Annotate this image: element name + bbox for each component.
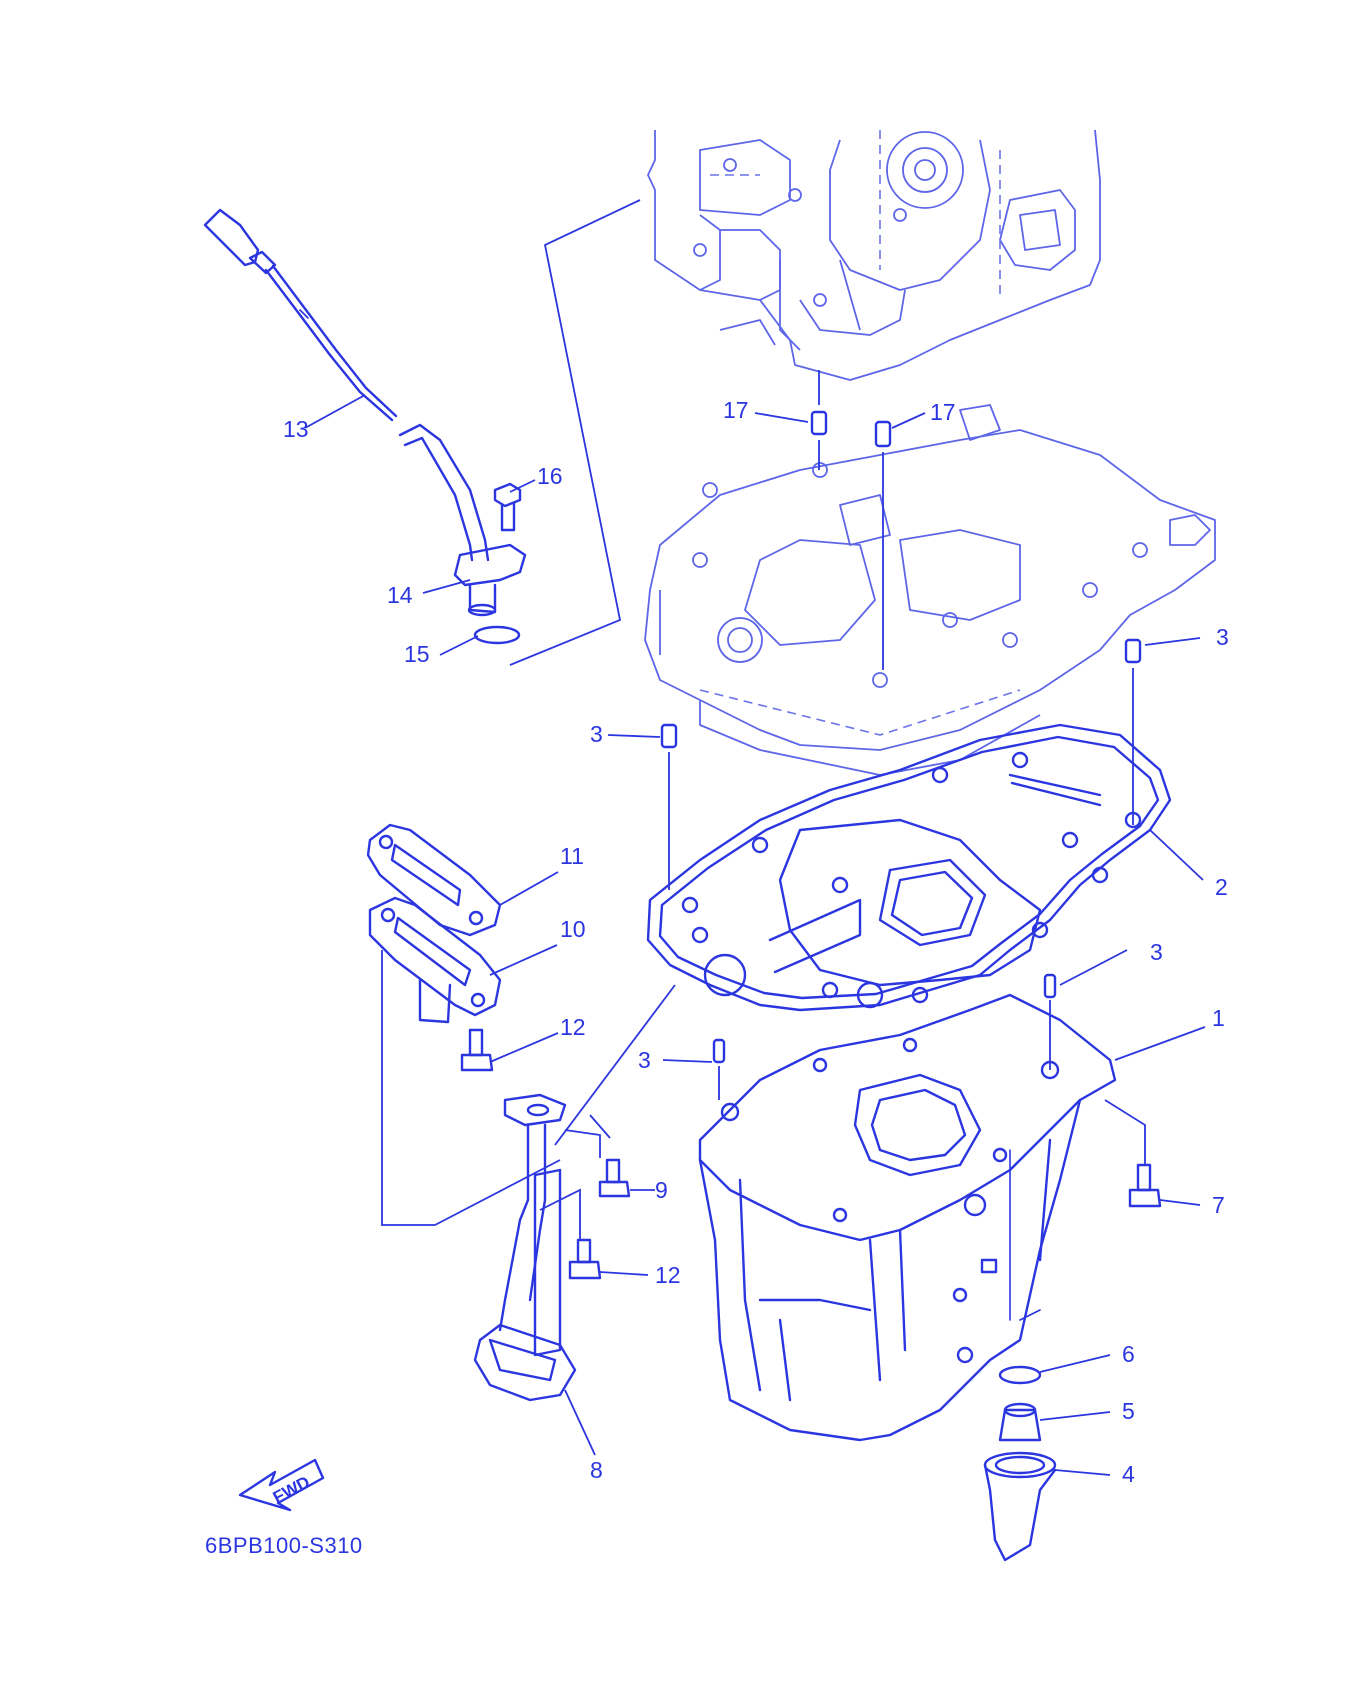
callout-3b: 3 bbox=[590, 721, 603, 747]
callout-15: 15 bbox=[404, 641, 430, 667]
bolt-12b bbox=[568, 1238, 602, 1280]
o-ring-15 bbox=[473, 625, 521, 645]
dowel-pin-3a bbox=[1124, 638, 1142, 825]
bolt-12a bbox=[460, 1028, 494, 1072]
exhaust-guide-plate bbox=[644, 404, 1216, 776]
cylinder-block bbox=[647, 129, 1101, 381]
callout-13: 13 bbox=[283, 416, 309, 442]
dipstick bbox=[203, 208, 398, 422]
gasket-11 bbox=[366, 823, 502, 937]
gasket-2 bbox=[646, 723, 1172, 1012]
bolt-16 bbox=[493, 482, 522, 532]
callout-11: 11 bbox=[560, 843, 584, 869]
dowel-pin-17a bbox=[810, 370, 828, 470]
oil-pan-1 bbox=[698, 993, 1117, 1442]
dowel-pin-17b bbox=[874, 420, 892, 670]
callout-8: 8 bbox=[590, 1457, 603, 1483]
bolt-9 bbox=[598, 1158, 631, 1198]
callout-16: 16 bbox=[537, 463, 563, 489]
callout-14: 14 bbox=[387, 582, 413, 608]
callout-17a: 17 bbox=[723, 397, 749, 423]
callout-17b: 17 bbox=[930, 399, 956, 425]
drain-cap-4 bbox=[983, 1451, 1057, 1562]
callout-12b: 12 bbox=[655, 1262, 681, 1288]
fwd-arrow-icon: FWD bbox=[238, 1458, 325, 1512]
dowel-pin-3d bbox=[712, 1038, 726, 1100]
callout-7: 7 bbox=[1212, 1192, 1225, 1218]
callout-9: 9 bbox=[655, 1177, 668, 1203]
callout-3a: 3 bbox=[1216, 624, 1229, 650]
callout-10: 10 bbox=[560, 916, 586, 942]
callout-3d: 3 bbox=[638, 1047, 651, 1073]
callout-3c: 3 bbox=[1150, 939, 1163, 965]
drawing-code: 6BPB100-S310 bbox=[205, 1533, 363, 1558]
callout-4: 4 bbox=[1122, 1461, 1135, 1487]
washer-6 bbox=[998, 1365, 1042, 1385]
dowel-pin-3b bbox=[660, 723, 678, 890]
fwd-label: FWD bbox=[270, 1472, 313, 1507]
callout-6: 6 bbox=[1122, 1341, 1135, 1367]
bolt-7 bbox=[1128, 1163, 1162, 1208]
dowel-pin-3c bbox=[1043, 973, 1057, 1070]
callout-1: 1 bbox=[1212, 1005, 1225, 1031]
callout-5: 5 bbox=[1122, 1398, 1135, 1424]
drain-plug-5 bbox=[998, 1402, 1042, 1442]
dipstick-guide bbox=[398, 423, 527, 617]
plate-10 bbox=[368, 896, 502, 1024]
callout-12a: 12 bbox=[560, 1014, 586, 1040]
oil-strainer-8 bbox=[473, 1093, 577, 1402]
callout-2: 2 bbox=[1215, 874, 1228, 900]
